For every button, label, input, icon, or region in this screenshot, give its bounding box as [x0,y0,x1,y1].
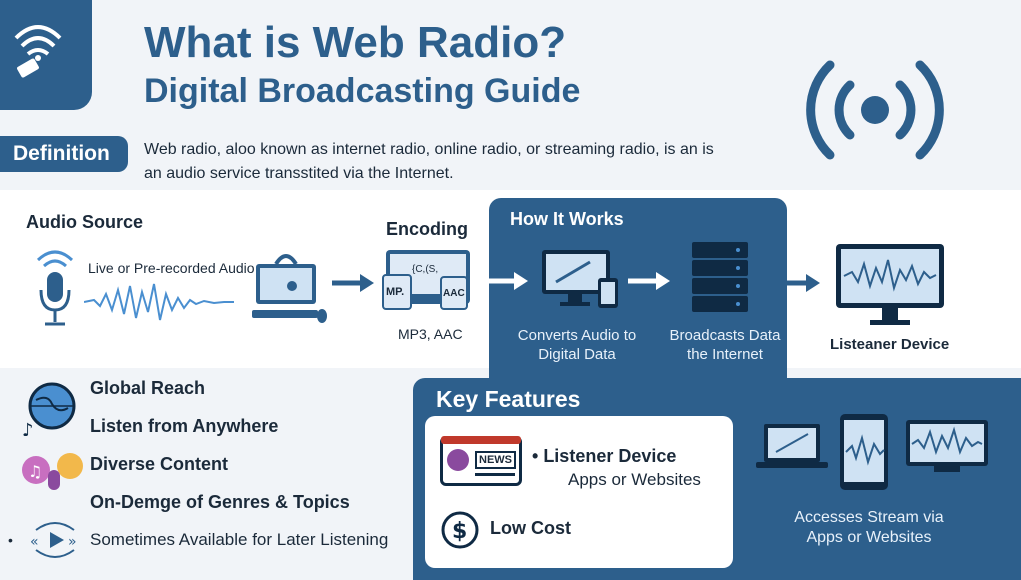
news-badge-label: NEWS [475,451,516,469]
benefit-5: Sometimes Available for Later Listening [90,530,389,549]
feature-1-title: • Listener Device [532,446,677,466]
definition-text: Web radio, aloo known as internet radio,… [144,141,714,182]
audio-source-heading: Audio Source [26,212,144,232]
benefit-2: Listen from Anywhere [90,416,279,436]
benefit-1: Global Reach [90,378,206,398]
tablet-device-icon [840,414,888,490]
svg-text:$: $ [452,519,467,544]
play-arrows-icon: « » [30,522,77,558]
monitor-device-icon [906,420,988,472]
page-title: What is Web Radio? [144,18,567,67]
feature-1-sub: Apps or Websites [568,470,701,489]
svg-text:«: « [30,534,39,550]
flow-arrow-2 [486,272,528,290]
devices-caption: Accesses Stream via Apps or Websites [794,509,944,546]
svg-text:»: » [68,534,77,550]
encoding-screen-label: {C,(S, [412,264,439,275]
audio-source-caption: Live or Pre-recorded Audio [88,260,255,276]
computer-headphones-icon [252,254,327,323]
svg-text:♪: ♪ [22,420,34,436]
laptop-device-icon [756,424,828,468]
music-podcast-icon: ♫ [22,453,83,490]
svg-text:♫: ♫ [28,462,42,481]
satellite-signal-icon [14,25,62,78]
laptop-converter-icon [542,250,618,308]
key-features-heading: Key Features [436,386,581,412]
header-corner-badge [0,0,92,110]
encoding-right-label: AAC [443,288,465,299]
how-it-works-heading: How It Works [510,209,624,229]
server-rack-icon [692,242,748,312]
feature-2-title: Low Cost [490,518,571,538]
definition-tag: Definition [0,136,128,172]
encoding-heading: Encoding [386,219,468,239]
dollar-coin-icon: $ [441,511,479,549]
listener-caption: Listeaner Device [830,336,950,353]
flow-arrow-1 [332,274,374,292]
listener-monitor-icon [836,244,944,325]
audio-waveform [84,283,234,321]
how-step-2: Broadcasts Data the Internet [669,327,781,363]
broadcast-signal-icon [806,60,944,160]
flow-arrow-4 [778,274,820,292]
flow-arrow-3 [628,272,670,290]
globe-music-icon: ♪ [22,382,76,436]
feature-1-title-text: Listener Device [543,446,677,466]
benefit-4: On-Demge of Genres & Topics [90,492,350,512]
page-subtitle: Digital Broadcasting Guide [144,72,581,110]
encoding-caption: MP3, AAC [398,326,463,342]
microphone-icon [36,250,74,326]
how-step-1: Converts Audio to Digital Data [517,327,637,363]
news-icon: NEWS [440,436,522,486]
encoding-left-label: MP. [386,286,405,298]
benefit-3: Diverse Content [90,454,229,474]
